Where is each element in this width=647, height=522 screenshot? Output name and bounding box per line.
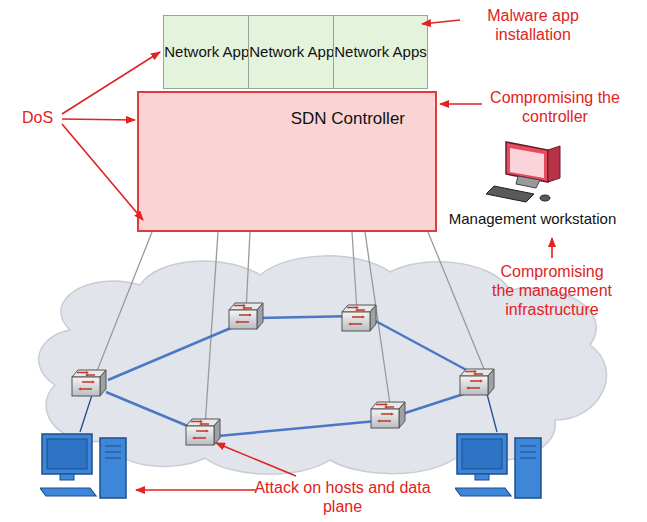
app-label: Network Apps [249,43,342,62]
app-label: Network Apps [334,43,427,62]
attack-label: Compromising the controller [480,88,630,126]
device-label: Management workstation [425,210,640,228]
app-box: Network Apps [248,15,343,89]
controller-title: SDN Controller [291,109,405,129]
app-label: Network Apps [164,43,257,62]
controller-box: SDN Controller [137,91,437,232]
app-box: Network Apps [333,15,428,89]
app-box: Network Apps [163,15,258,89]
attack-label: Compromising the management infrastructu… [490,262,614,320]
attack-label: DoS [22,108,53,127]
attack-label: Malware app installation [458,6,608,44]
attack-label: Attack on hosts and data plane [250,478,435,516]
